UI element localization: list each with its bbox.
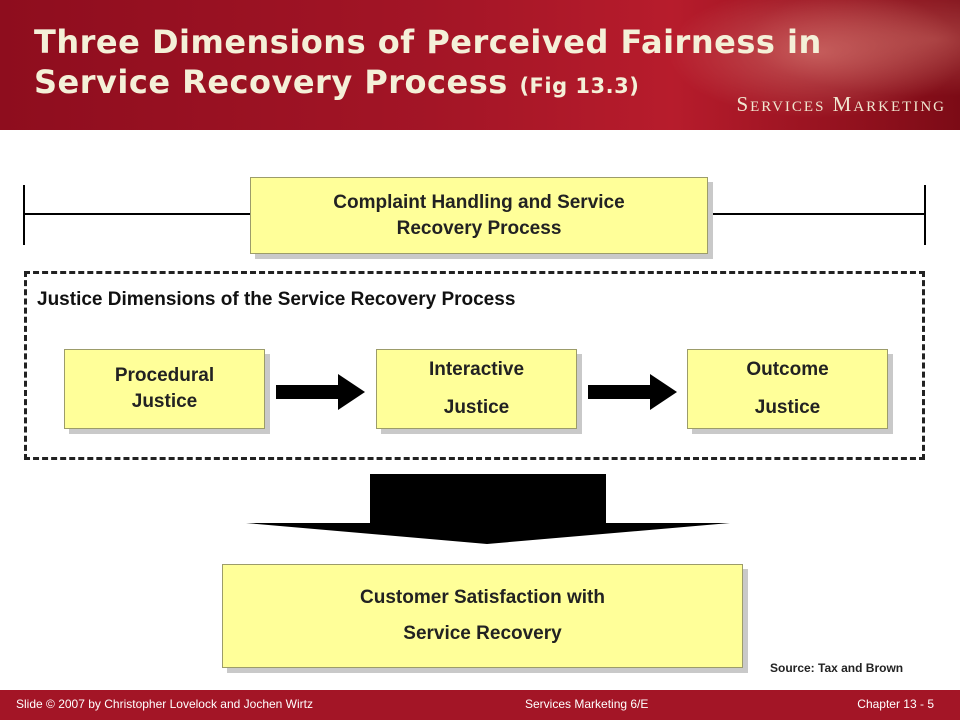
title-line1: Three Dimensions of Perceived Fairness i… [34, 23, 822, 61]
satisfaction-line1: Customer Satisfaction with [360, 587, 605, 608]
footer-copyright: Slide © 2007 by Christopher Lovelock and… [16, 697, 313, 711]
procedural-justice-box: Procedural Justice [64, 349, 265, 429]
justice-dimensions-title: Justice Dimensions of the Service Recove… [37, 289, 516, 310]
footer-course: Services Marketing 6/E [525, 697, 649, 711]
interactive-justice-box: Interactive Justice [376, 349, 577, 429]
slide-header: Three Dimensions of Perceived Fairness i… [0, 0, 960, 130]
source-note: Source: Tax and Brown [770, 661, 904, 675]
process-line-left-tick [23, 185, 25, 245]
justice-dimensions-frame [24, 271, 925, 460]
brand-logo: Services Marketing [736, 92, 946, 116]
slide-title: Three Dimensions of Perceived Fairness i… [34, 22, 822, 106]
complaint-handling-line2: Recovery Process [396, 217, 562, 239]
outcome-line2: Justice [754, 397, 821, 418]
complaint-handling-box: Complaint Handling and Service Recovery … [250, 177, 708, 254]
process-line-right-tick [924, 185, 926, 245]
outcome-justice-box: Outcome Justice [687, 349, 888, 429]
header-photo [640, 0, 960, 130]
complaint-handling-line1: Complaint Handling and Service [333, 191, 625, 213]
outcome-line1: Outcome [746, 359, 829, 380]
satisfaction-line2: Service Recovery [403, 623, 562, 644]
customer-satisfaction-box: Customer Satisfaction with Service Recov… [222, 564, 743, 668]
title-line2: Service Recovery Process [34, 63, 508, 101]
footer-chapter: Chapter 13 - 5 [857, 697, 934, 711]
procedural-line1: Procedural [114, 365, 215, 386]
down-arrow-to-satisfaction [246, 474, 730, 544]
interactive-line2: Justice [443, 397, 510, 418]
procedural-line2: Justice [131, 391, 198, 412]
interactive-line1: Interactive [428, 359, 525, 380]
title-fig: (Fig 13.3) [519, 74, 640, 98]
slide-footer: Slide © 2007 by Christopher Lovelock and… [0, 690, 960, 720]
